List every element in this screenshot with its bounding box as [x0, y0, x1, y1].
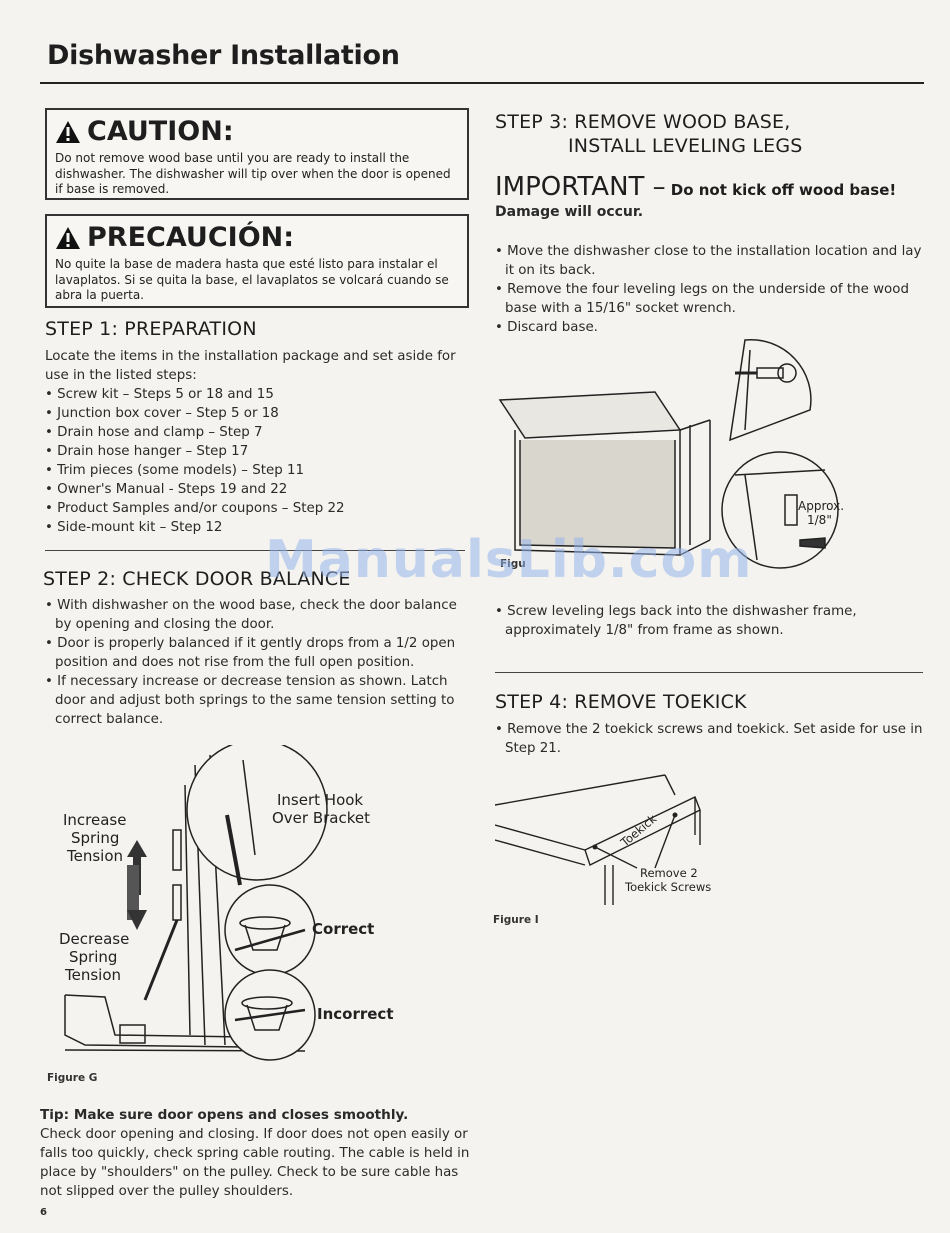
decrease-label-2: Spring	[69, 948, 117, 966]
increase-label-2: Spring	[71, 829, 119, 847]
header-rule	[40, 82, 924, 84]
decrease-label-1: Decrease	[59, 930, 129, 948]
toekick-label: Toekick	[617, 811, 659, 850]
decrease-label-3: Tension	[64, 966, 121, 984]
increase-label-3: Tension	[66, 847, 123, 865]
list-item: Screw kit – Steps 5 or 18 and 15	[45, 385, 465, 404]
list-item: Product Samples and/or coupons – Step 22	[45, 499, 465, 518]
precaucion-text: No quite la base de madera hasta que est…	[55, 257, 449, 302]
figure-i-illustration: Toekick Remove 2 Toekick Screws	[495, 774, 711, 905]
damage-text: Damage will occur.	[495, 204, 644, 220]
step3-divider	[495, 672, 923, 673]
precaucion-box: PRECAUCIÓN: No quite la base de madera h…	[45, 214, 469, 308]
warning-triangle-icon	[56, 226, 80, 249]
list-item: If necessary increase or decrease tensio…	[45, 672, 465, 729]
caution-title: CAUTION:	[87, 116, 234, 147]
figure-g-label: Figure G	[47, 1072, 98, 1084]
page-number: 6	[40, 1207, 47, 1218]
important-word: IMPORTANT –	[495, 172, 666, 202]
figure-i-label: Figure I	[493, 914, 539, 926]
list-item: Trim pieces (some models) – Step 11	[45, 461, 465, 480]
step3-list: Move the dishwasher close to the install…	[495, 242, 925, 337]
warning-triangle-icon	[56, 120, 80, 143]
list-item: Move the dishwasher close to the install…	[495, 242, 925, 280]
correct-label: Correct	[312, 920, 374, 938]
step1-list: Screw kit – Steps 5 or 18 and 15 Junctio…	[45, 385, 465, 537]
step2-title: STEP 2: CHECK DOOR BALANCE	[43, 568, 351, 590]
list-item: Owner's Manual - Steps 19 and 22	[45, 480, 465, 499]
page-title: Dishwasher Installation	[47, 40, 400, 71]
list-item: Remove the 2 toekick screws and toekick.…	[495, 720, 925, 758]
measure-label: 1/8"	[807, 513, 832, 527]
watermark: ManualsLib.com	[265, 530, 753, 590]
increase-label-1: Increase	[63, 811, 126, 829]
tip-title: Tip: Make sure door opens and closes smo…	[40, 1107, 409, 1123]
caution-text: Do not remove wood base until you are re…	[55, 151, 451, 196]
figure-h-illustration: Approx. 1/8"	[498, 338, 844, 569]
step1-divider	[45, 550, 465, 551]
step4-title: STEP 4: REMOVE TOEKICK	[495, 691, 747, 713]
figure-h-label: Figu	[500, 558, 526, 570]
list-item: Door is properly balanced if it gently d…	[45, 634, 465, 672]
remove-label-1: Remove 2	[640, 866, 698, 880]
list-item: Drain hose and clamp – Step 7	[45, 423, 465, 442]
step4-list: Remove the 2 toekick screws and toekick.…	[495, 720, 925, 758]
insert-label-2: Over Bracket	[272, 809, 370, 827]
remove-label-2: Toekick Screws	[624, 880, 711, 894]
approx-label: Approx.	[798, 499, 844, 513]
incorrect-label: Incorrect	[317, 1005, 394, 1023]
list-item: Side-mount kit – Step 12	[45, 518, 465, 537]
step3-title-line1: STEP 3: REMOVE WOOD BASE,	[495, 111, 791, 133]
figure-g-illustration: Increase Spring Tension Decrease Spring …	[59, 745, 394, 1061]
list-item: Screw leveling legs back into the dishwa…	[495, 602, 925, 640]
step3-list-after: Screw leveling legs back into the dishwa…	[495, 602, 925, 640]
list-item: Remove the four leveling legs on the und…	[495, 280, 925, 318]
precaucion-title: PRECAUCIÓN:	[87, 222, 295, 253]
caution-box: CAUTION: Do not remove wood base until y…	[45, 108, 469, 200]
insert-label-1: Insert Hook	[277, 791, 363, 809]
list-item: Junction box cover – Step 5 or 18	[45, 404, 465, 423]
step2-list: With dishwasher on the wood base, check …	[45, 596, 465, 729]
tip-text: Check door opening and closing. If door …	[40, 1127, 470, 1199]
important-notice: IMPORTANT – Do not kick off wood base!	[495, 172, 896, 202]
step3-title-line2: INSTALL LEVELING LEGS	[568, 135, 803, 157]
important-text: Do not kick off wood base!	[670, 181, 897, 199]
step1-title: STEP 1: PREPARATION	[45, 318, 257, 340]
list-item: With dishwasher on the wood base, check …	[45, 596, 465, 634]
list-item: Discard base.	[495, 318, 925, 337]
step1-intro: Locate the items in the installation pac…	[45, 349, 456, 383]
list-item: Drain hose hanger – Step 17	[45, 442, 465, 461]
